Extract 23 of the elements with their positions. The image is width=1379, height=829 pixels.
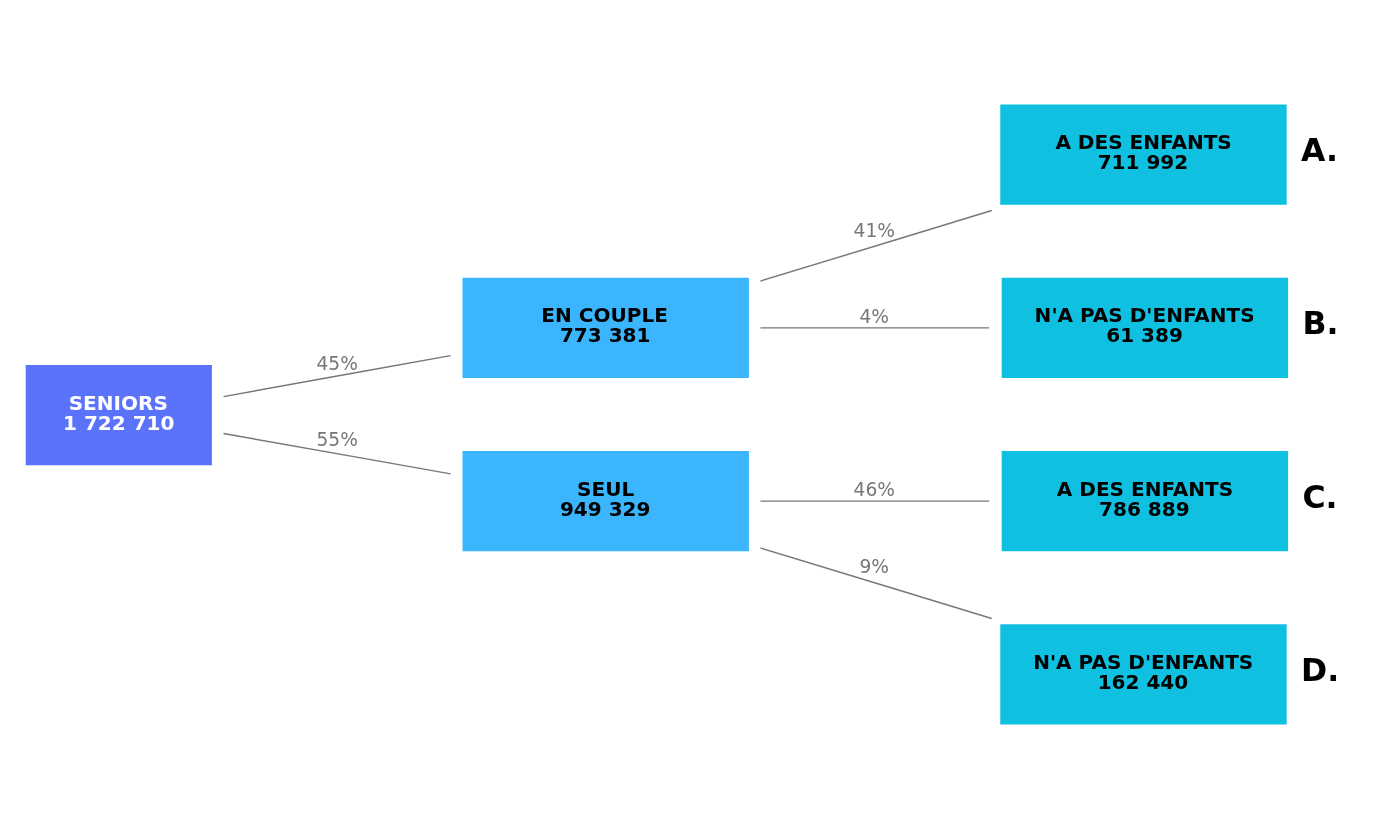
node-box: A DES ENFANTS 711 992 <box>1000 104 1287 205</box>
connector <box>222 432 452 475</box>
connector <box>759 327 990 329</box>
connector <box>759 209 993 282</box>
node-box: SENIORS 1 722 710 <box>25 365 212 466</box>
connector <box>759 547 993 620</box>
connector <box>759 500 990 502</box>
node-label: A. <box>1300 132 1338 169</box>
node-box: EN COUPLE 773 381 <box>462 277 749 378</box>
node-box: N'A PAS D'ENFANTS 61 389 <box>1001 277 1289 378</box>
edge-label: 41% <box>853 219 895 241</box>
node-box: N'A PAS D'ENFANTS 162 440 <box>1000 624 1287 725</box>
edge-label: 4% <box>859 305 889 327</box>
connector <box>222 354 452 398</box>
edge-label: 9% <box>859 556 889 578</box>
node-box: A DES ENFANTS 786 889 <box>1001 451 1289 552</box>
edge-label: 55% <box>316 428 358 450</box>
node-label: D. <box>1300 652 1340 689</box>
node-label: B. <box>1302 305 1339 342</box>
edge-label: 45% <box>316 352 358 374</box>
edge-label: 46% <box>853 478 895 500</box>
node-box: SEUL 949 329 <box>462 451 749 552</box>
node-label: C. <box>1302 478 1338 515</box>
